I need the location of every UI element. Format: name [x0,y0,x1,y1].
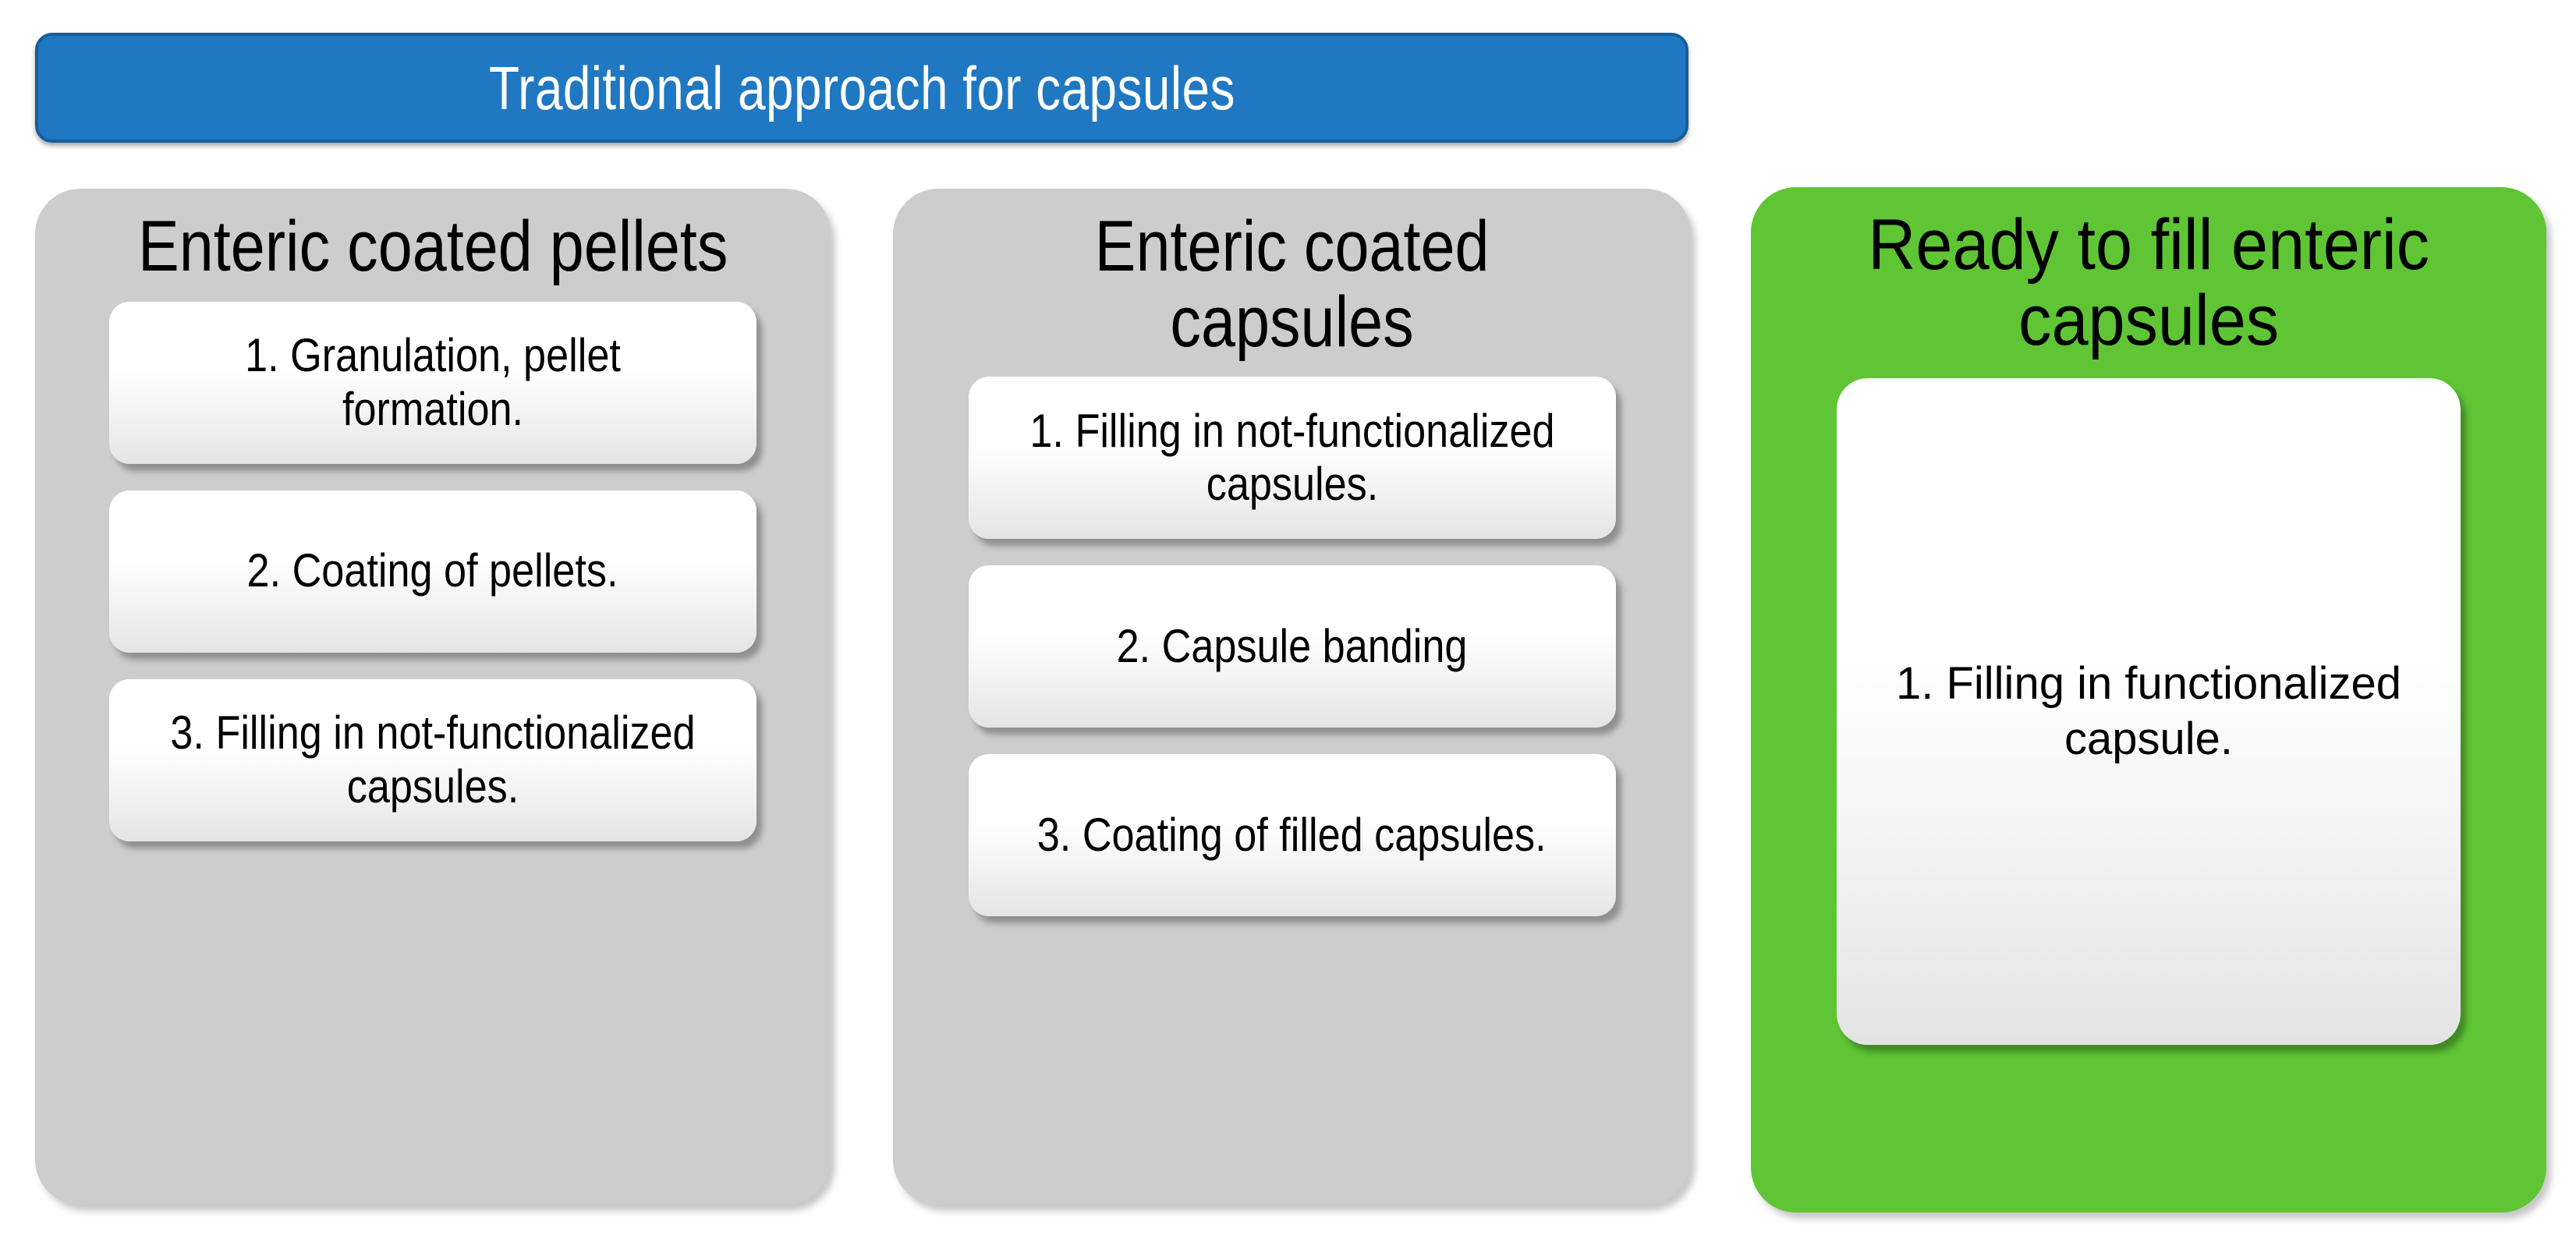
step-card-text: 2. Coating of pellets. [247,544,618,597]
step-card: 1. Granulation, pellet formation. [109,301,757,464]
step-card: 3. Filling in not-functionalized capsule… [109,678,757,841]
step-card-text: 1. Filling in not-functionalized capsule… [1029,404,1555,511]
step-card-list-capsules: 1. Filling in not-functionalized capsule… [893,359,1691,1205]
step-card-text: 1. Granulation, pellet formation. [245,329,621,435]
step-card-list-pellets: 1. Granulation, pellet formation. 2. Coa… [35,285,831,1205]
step-card: 2. Capsule banding [968,565,1616,728]
column-enteric-coated-pellets: Enteric coated pellets 1. Granulation, p… [35,189,831,1205]
step-card: 3. Coating of filled capsules. [968,754,1616,917]
step-card: 1. Filling in functionalized capsule. [1837,378,2461,1046]
step-card-text: 3. Coating of filled capsules. [1037,808,1547,861]
title-banner-label: Traditional approach for capsules [488,53,1235,122]
step-card-list-ready: 1. Filling in functionalized capsule. [1751,358,2546,1213]
step-card-text: 1. Filling in functionalized capsule. [1895,657,2402,764]
step-card-text: 3. Filling in not-functionalized capsule… [170,706,696,813]
step-card: 1. Filling in not-functionalized capsule… [968,377,1616,540]
column-title-ready-to-fill-enteric-capsules: Ready to fill enteric capsules [1868,205,2429,360]
step-card-text: 2. Capsule banding [1116,619,1468,672]
column-enteric-coated-capsules: Enteric coated capsules 1. Filling in no… [893,189,1691,1205]
step-card: 2. Coating of pellets. [109,490,757,653]
column-title-enteric-coated-pellets: Enteric coated pellets [137,207,728,286]
column-ready-to-fill-enteric-capsules: Ready to fill enteric capsules 1. Fillin… [1751,187,2546,1213]
column-title-enteric-coated-capsules: Enteric coated capsules [1094,207,1490,362]
title-banner: Traditional approach for capsules [35,33,1688,143]
